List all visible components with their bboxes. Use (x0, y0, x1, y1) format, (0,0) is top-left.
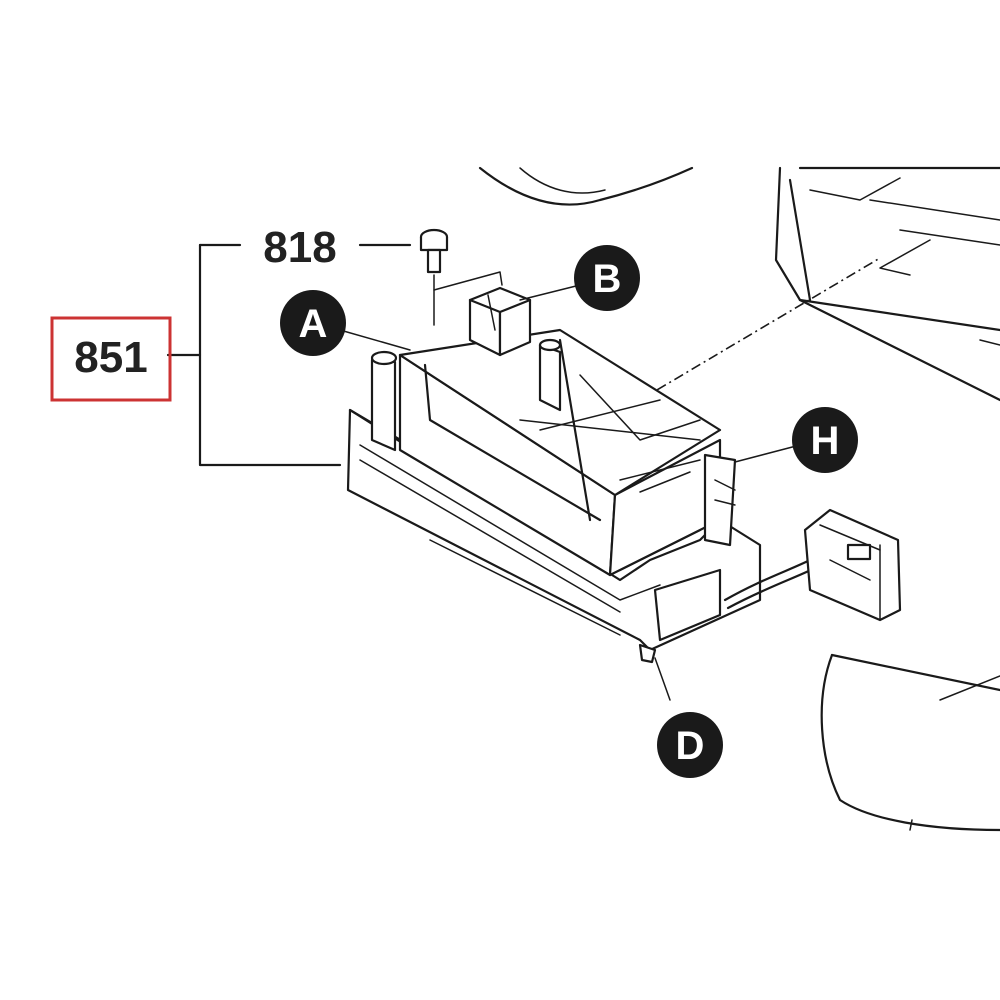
background-housing-right (774, 166, 1000, 402)
callout-b: B (574, 245, 640, 311)
background-panel-bottom-right (820, 653, 1000, 832)
assembly-highlight-box (50, 316, 172, 402)
callout-b-letter: B (593, 257, 622, 301)
wire-connector (723, 508, 902, 622)
callout-h-circle (792, 407, 858, 473)
background-part-top (478, 166, 694, 206)
leader-lines (166, 243, 801, 701)
callout-h-letter: H (811, 419, 840, 463)
assembly-part-number: 851 (74, 333, 147, 382)
callout-a-letter: A (299, 302, 328, 346)
screw-part-number: 818 (263, 223, 336, 272)
switch-housing (346, 286, 762, 664)
callout-a-circle (280, 290, 346, 356)
callout-a: A (280, 290, 346, 356)
callout-d-letter: D (676, 724, 705, 768)
alignment-line (639, 257, 881, 401)
screw-818 (419, 228, 503, 326)
callout-h: H (792, 407, 858, 473)
callout-d-circle (657, 712, 723, 778)
callout-d: D (657, 712, 723, 778)
callout-b-circle (574, 245, 640, 311)
